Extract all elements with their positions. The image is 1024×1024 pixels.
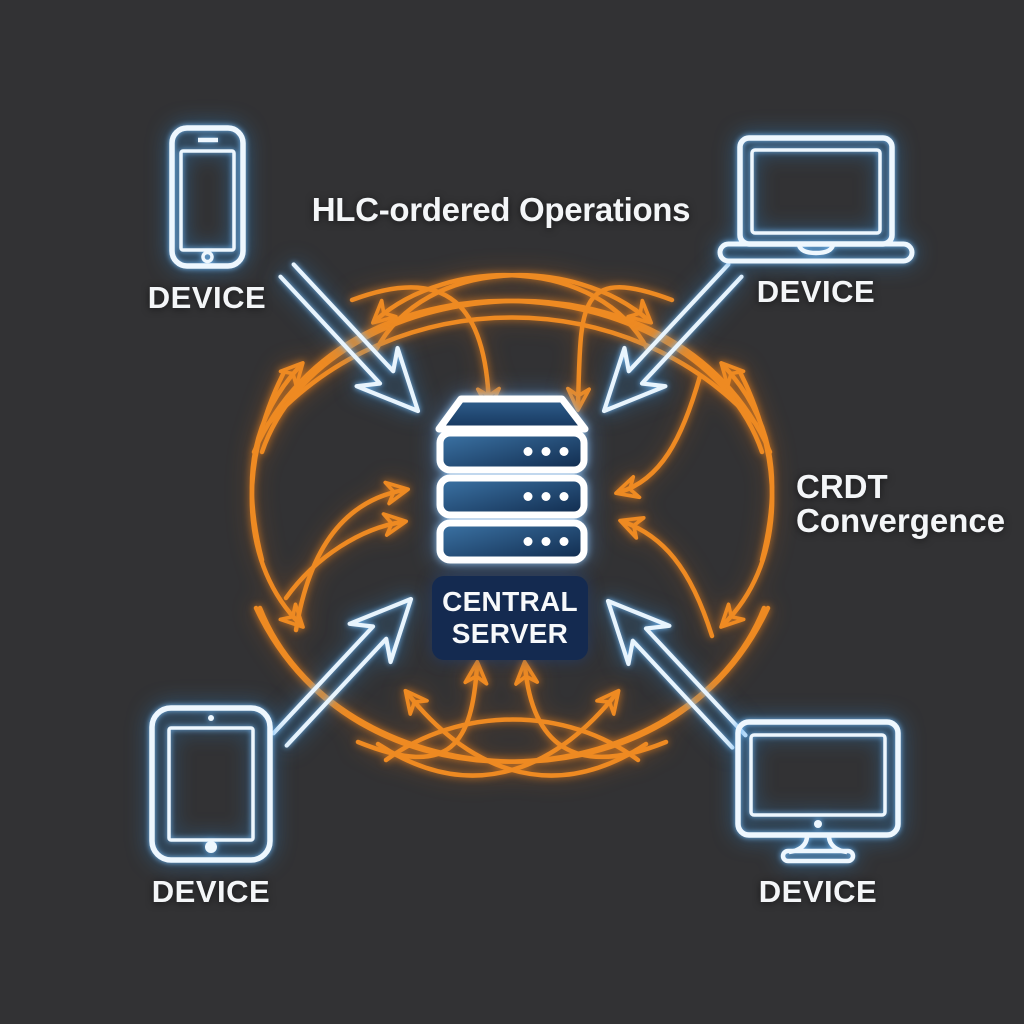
device-label-top-right: DEVICE (756, 274, 876, 309)
server-stack-icon (435, 395, 589, 564)
central-server-label-line1: CENTRAL (442, 585, 578, 617)
crdt-caption-line2: Convergence (796, 501, 1006, 539)
sync-arrow-bottom-left (271, 596, 414, 748)
mesh-arrow (618, 516, 715, 639)
mesh-arrow (403, 688, 649, 778)
sync-arrow-top-left (278, 262, 421, 414)
laptop-icon (717, 135, 915, 264)
desktop-monitor-icon (735, 719, 901, 864)
mesh-arrow (614, 373, 703, 500)
sync-arrow-top-right (601, 262, 744, 414)
mesh-arc (259, 298, 773, 455)
mesh-arrow (373, 273, 654, 353)
mesh-arrow (293, 480, 411, 633)
mesh-arc (257, 605, 771, 764)
orange-replication-mesh (249, 273, 775, 778)
mesh-arrow (249, 361, 305, 563)
central-server-label: CENTRAL SERVER (432, 576, 588, 660)
device-label-bottom-right: DEVICE (758, 874, 878, 909)
server-led-dots (523, 447, 569, 546)
mesh-arrow (283, 512, 409, 601)
central-server-label-line2: SERVER (451, 618, 569, 649)
mesh-arrow (355, 659, 489, 760)
sync-arrows (271, 262, 748, 750)
smartphone-icon (169, 125, 246, 269)
tablet-icon (149, 705, 273, 863)
hlc-caption: HLC-ordered Operations (311, 191, 691, 228)
mesh-arrow (719, 361, 775, 563)
device-label-bottom-left: DEVICE (151, 874, 271, 909)
mesh-arc (383, 717, 641, 763)
crdt-caption-line1: CRDT (796, 468, 888, 505)
mesh-arrow (565, 285, 675, 413)
mesh-arrow (349, 285, 502, 413)
mesh-arc (265, 315, 759, 427)
crdt-caption: CRDT Convergence (796, 470, 1005, 537)
device-label-top-left: DEVICE (147, 280, 267, 315)
sync-arrow-bottom-right (605, 598, 748, 750)
mesh-arrow (514, 659, 669, 760)
